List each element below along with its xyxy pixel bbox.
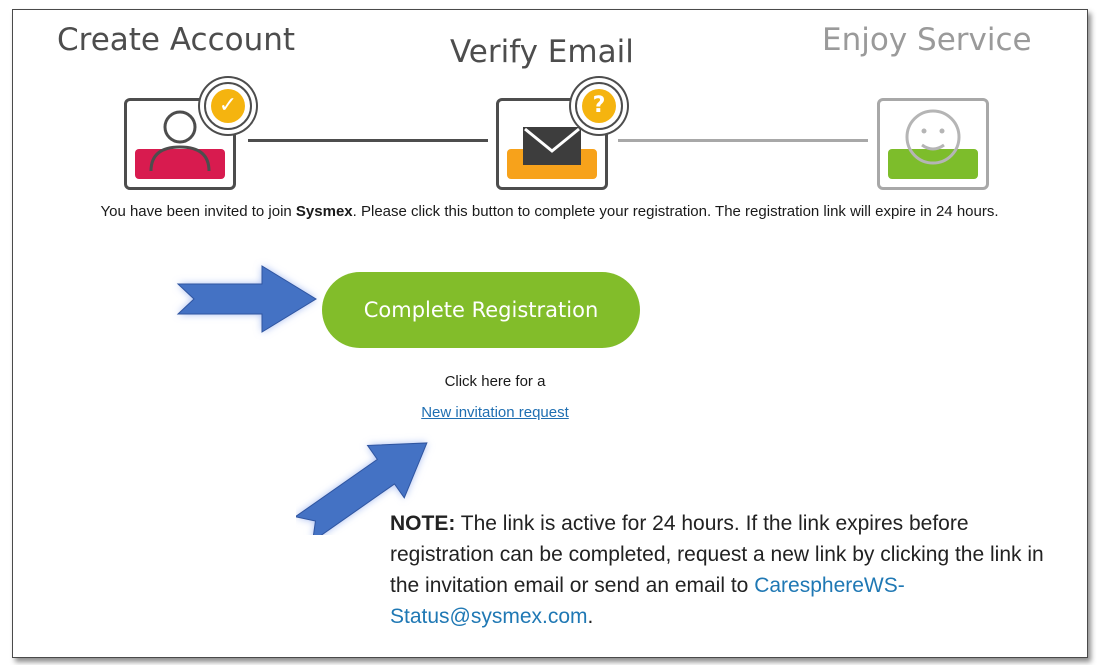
step-connector-2	[618, 139, 868, 142]
step-connector-1	[248, 139, 488, 142]
invite-org: Sysmex	[295, 203, 353, 220]
invite-message: You have been invited to join Sysmex. Pl…	[0, 203, 1099, 220]
support-email-link[interactable]: CaresphereWS-Status@sysmex.com	[390, 574, 905, 628]
user-silhouette-icon	[149, 110, 211, 172]
step-title-verify-email: Verify Email	[450, 34, 634, 70]
question-icon: ?	[575, 82, 623, 130]
invite-prefix: You have been invited to join	[100, 203, 296, 220]
note-body: The link is active for 24 hours. If the …	[390, 512, 1044, 597]
complete-registration-button[interactable]: Complete Registration	[322, 272, 640, 348]
smiley-face-icon	[905, 109, 961, 165]
step1-band	[135, 149, 225, 179]
check-icon: ✓	[204, 82, 252, 130]
new-invitation-request-link[interactable]: New invitation request	[421, 404, 569, 421]
invite-suffix: . Please click this button to complete y…	[352, 203, 999, 220]
envelope-shape-icon	[523, 127, 581, 165]
note-end: .	[587, 605, 594, 628]
step-title-create-account: Create Account	[57, 22, 296, 58]
arrow-diagonal-icon	[296, 442, 428, 535]
smiley-icon	[877, 98, 989, 190]
note-label: NOTE:	[390, 512, 456, 535]
arrow-right-icon	[176, 265, 317, 333]
step-title-enjoy-service: Enjoy Service	[822, 22, 1032, 58]
note-text: NOTE: The link is active for 24 hours. I…	[390, 508, 1050, 632]
click-here-text: Click here for a	[444, 373, 546, 390]
envelope-icon	[496, 98, 608, 190]
